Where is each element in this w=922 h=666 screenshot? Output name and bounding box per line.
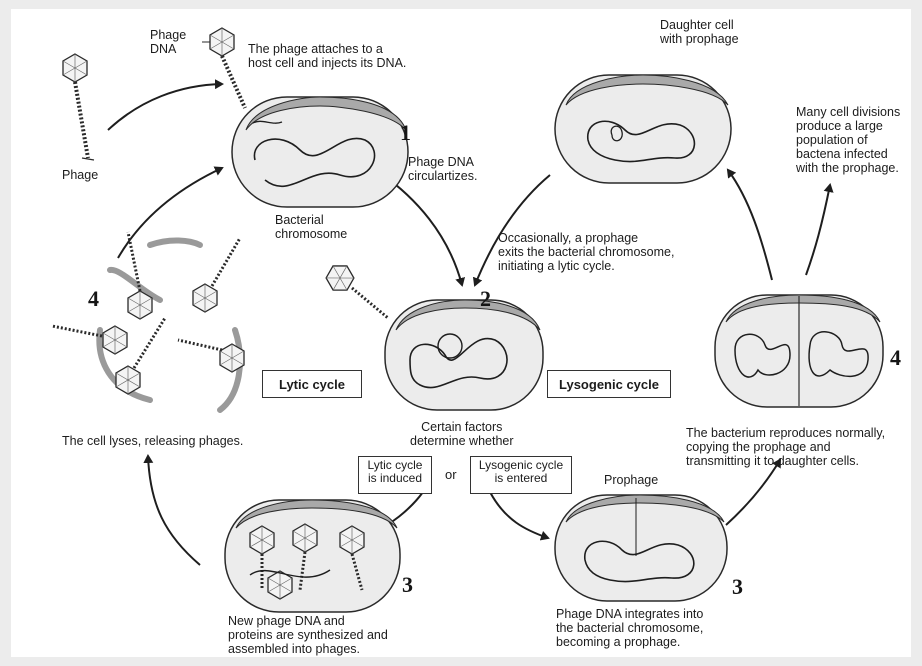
step-number-lytic-3: 3 bbox=[402, 572, 413, 598]
step-number-2: 2 bbox=[480, 286, 491, 312]
label-integrates: Phage DNA integrates into the bacterial … bbox=[556, 607, 703, 649]
arrow-lytic-step3-to-step4 bbox=[148, 456, 200, 565]
box-lytic-cycle: Lytic cycle bbox=[262, 370, 362, 398]
cell-step1 bbox=[232, 97, 408, 207]
step-number-lytic-1: 1 bbox=[400, 120, 411, 146]
label-reproduces: The bacterium reproduces normally, copyi… bbox=[686, 426, 885, 468]
label-synthesized: New phage DNA and proteins are synthesiz… bbox=[228, 614, 388, 656]
label-prophage: Prophage bbox=[604, 473, 658, 487]
attaching-phage bbox=[202, 28, 245, 108]
label-daughter-cell: Daughter cell with prophage bbox=[660, 18, 739, 46]
arrow-lysogenic-step3-to-step4 bbox=[726, 460, 780, 525]
label-certain-factors: Certain factors determine whether bbox=[410, 420, 514, 448]
label-phage-dna: Phage DNA bbox=[150, 28, 186, 56]
box-lysogenic-entered: Lysogenic cycle is entered bbox=[470, 456, 572, 494]
label-phage: Phage bbox=[62, 168, 98, 182]
cell-lysogenic-step3 bbox=[555, 495, 727, 601]
label-circularizes: Phage DNA circulartizes. bbox=[408, 155, 477, 183]
label-attach: The phage attaches to a host cell and in… bbox=[248, 42, 406, 70]
box-lysogenic-cycle: Lysogenic cycle bbox=[547, 370, 671, 398]
cell-dividing-step4 bbox=[715, 295, 883, 407]
step-number-lysogenic-3: 3 bbox=[732, 574, 743, 600]
step-number-lytic-4: 4 bbox=[88, 286, 99, 312]
cell-lytic-step3 bbox=[225, 500, 400, 612]
arrow-to-many-divisions bbox=[806, 185, 830, 275]
cell-step2 bbox=[385, 300, 543, 410]
label-or: or bbox=[445, 468, 457, 482]
arrow-step4-to-daughter-cell bbox=[728, 170, 772, 280]
free-phage bbox=[63, 54, 94, 160]
arrow-free-phage-to-cell1 bbox=[108, 84, 222, 130]
stray-phage bbox=[323, 260, 388, 318]
arrow-step2-to-lysogenic-step3 bbox=[490, 492, 548, 538]
arrow-step4-to-step1 bbox=[118, 168, 222, 258]
lysed-cell-phages bbox=[52, 232, 244, 410]
label-occasionally: Occasionally, a prophage exits the bacte… bbox=[498, 231, 674, 273]
label-many-divisions: Many cell divisions produce a large popu… bbox=[796, 105, 900, 175]
label-lyses: The cell lyses, releasing phages. bbox=[62, 434, 243, 448]
step-number-lysogenic-4: 4 bbox=[890, 345, 901, 371]
box-lytic-induced: Lytic cycle is induced bbox=[358, 456, 432, 494]
label-bacterial-chromosome: Bacterial chromosome bbox=[275, 213, 347, 241]
cell-daughter bbox=[555, 75, 731, 183]
